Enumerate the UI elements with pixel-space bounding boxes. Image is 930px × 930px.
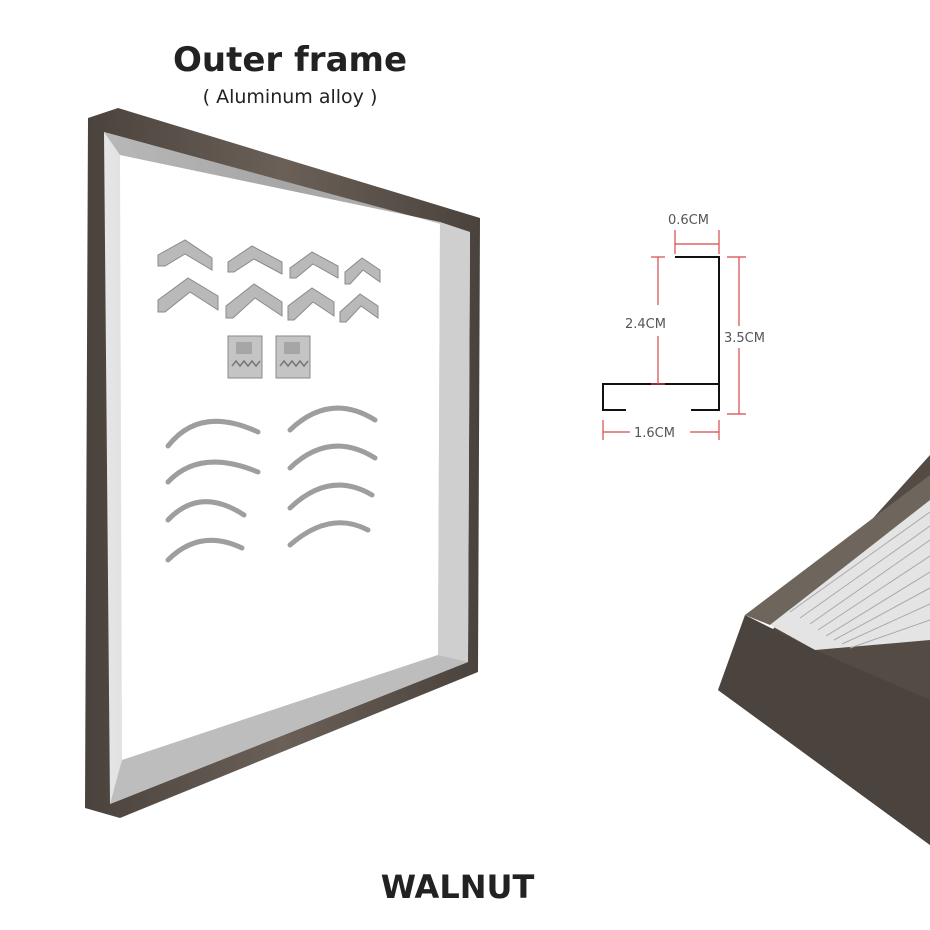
spring-clip-icon bbox=[287, 520, 371, 548]
spring-clip-icon bbox=[165, 418, 261, 449]
corner-bracket-icon bbox=[157, 239, 213, 271]
page-title: Outer frame bbox=[172, 40, 407, 80]
dim-top-width-label: 0.6CM bbox=[668, 213, 709, 228]
corner-bracket-icon bbox=[225, 283, 283, 319]
spring-clip-icon bbox=[287, 405, 378, 433]
dim-total-height-label: 3.5CM bbox=[724, 331, 765, 346]
spring-clips bbox=[165, 405, 378, 563]
spring-clip-icon bbox=[287, 482, 375, 511]
frame-glass bbox=[120, 155, 440, 760]
page-subtitle: ( Aluminum alloy ) bbox=[202, 86, 378, 108]
frame-image bbox=[85, 108, 480, 818]
spring-clip-icon bbox=[287, 443, 378, 471]
spring-clip-icon bbox=[165, 459, 261, 485]
corner-closeup-image bbox=[718, 455, 930, 845]
sawtooth-hanger-icon bbox=[275, 335, 311, 379]
profile-diagram: 0.6CM 2.4CM 3.5CM 1.6CM bbox=[602, 213, 765, 441]
corner-bracket-icon bbox=[287, 287, 335, 321]
hanging-hooks bbox=[227, 335, 311, 379]
corner-bracket-icon bbox=[339, 293, 379, 323]
dim-inner-height-label: 2.4CM bbox=[625, 317, 666, 332]
corner-bracket-icon bbox=[157, 277, 219, 313]
closeup-stripes bbox=[789, 511, 930, 649]
closeup-aluminum bbox=[770, 500, 930, 650]
dimension-lines bbox=[602, 230, 746, 440]
closeup-wood-front bbox=[718, 615, 930, 845]
profile-shape bbox=[602, 256, 720, 411]
closeup-wood-top bbox=[745, 475, 930, 625]
corner-bracket-icon bbox=[289, 251, 339, 279]
dim-bottom-width-label: 1.6CM bbox=[634, 426, 675, 441]
color-name-label: WALNUT bbox=[380, 868, 535, 906]
frame-right-edge bbox=[438, 222, 470, 662]
spring-clip-icon bbox=[165, 537, 245, 563]
frame-inner-shadow bbox=[104, 132, 470, 232]
spring-clip-icon bbox=[165, 499, 247, 523]
corner-bracket-icon bbox=[344, 257, 381, 285]
corner-bracket-icon bbox=[227, 245, 283, 275]
corner-brackets bbox=[157, 239, 381, 323]
sawtooth-hanger-icon bbox=[227, 335, 263, 379]
frame-bottom-edge bbox=[110, 655, 468, 804]
